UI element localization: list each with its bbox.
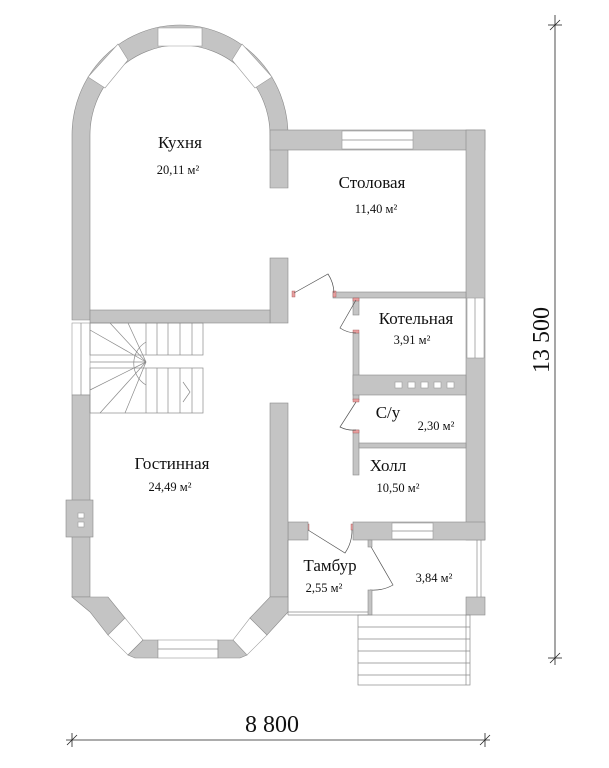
living-right-wall (269, 402, 289, 598)
fireplace-flue (77, 521, 85, 528)
room-living: Гостинная 24,49 м² (135, 454, 210, 494)
fireplace-flue (77, 512, 85, 519)
wc-left-wall (352, 429, 360, 476)
arch-windows (87, 27, 273, 89)
room-wc: С/у 2,30 м² (376, 403, 455, 433)
fireplace (65, 499, 94, 538)
boiler-top-wall (332, 291, 467, 299)
chimney-flues (394, 381, 455, 389)
kitchen-partition (269, 257, 289, 324)
room-area: 20,11 м² (157, 163, 200, 177)
room-area: 11,40 м² (355, 202, 398, 216)
tambur-right-wall (367, 589, 373, 616)
room-tambur: Тамбур 2,55 м² (303, 556, 356, 595)
room-hall: Холл 10,50 м² (370, 456, 420, 495)
room-area: 24,49 м² (149, 480, 192, 494)
room-name: Котельная (379, 309, 454, 328)
hall-bottom-wall-left (287, 521, 309, 541)
room-area: 3,91 м² (394, 333, 431, 347)
height-label: 13 500 (529, 307, 555, 373)
bay-wall (249, 596, 289, 636)
room-area: 2,55 м² (306, 581, 343, 595)
porch-stairs (357, 614, 471, 686)
boiler-window (466, 297, 485, 359)
room-area: 3,84 м² (416, 571, 453, 585)
room-name: С/у (376, 403, 401, 422)
room-area: 2,30 м² (418, 419, 455, 433)
staircase (89, 322, 204, 414)
porch-column (465, 596, 486, 616)
room-porch: 3,84 м² (416, 571, 453, 585)
kitchen-bottom-wall (89, 309, 271, 324)
width-dimension: 8 800 (66, 712, 491, 747)
wc-bottom-wall (358, 442, 467, 449)
bay-wall (217, 639, 248, 659)
room-area: 10,50 м² (377, 481, 420, 495)
tambur-post (367, 539, 373, 548)
room-name: Кухня (158, 133, 202, 152)
room-name: Столовая (339, 173, 406, 192)
width-label: 8 800 (245, 712, 299, 738)
room-kitchen: Кухня 20,11 м² (157, 133, 202, 177)
room-name: Холл (370, 456, 407, 475)
room-dining: Столовая 11,40 м² (339, 173, 406, 216)
left-exterior-wall (71, 394, 91, 598)
room-name: Гостинная (135, 454, 210, 473)
height-dimension: 13 500 (529, 15, 562, 665)
room-name: Тамбур (303, 556, 356, 575)
room-boiler: Котельная 3,91 м² (379, 309, 454, 347)
